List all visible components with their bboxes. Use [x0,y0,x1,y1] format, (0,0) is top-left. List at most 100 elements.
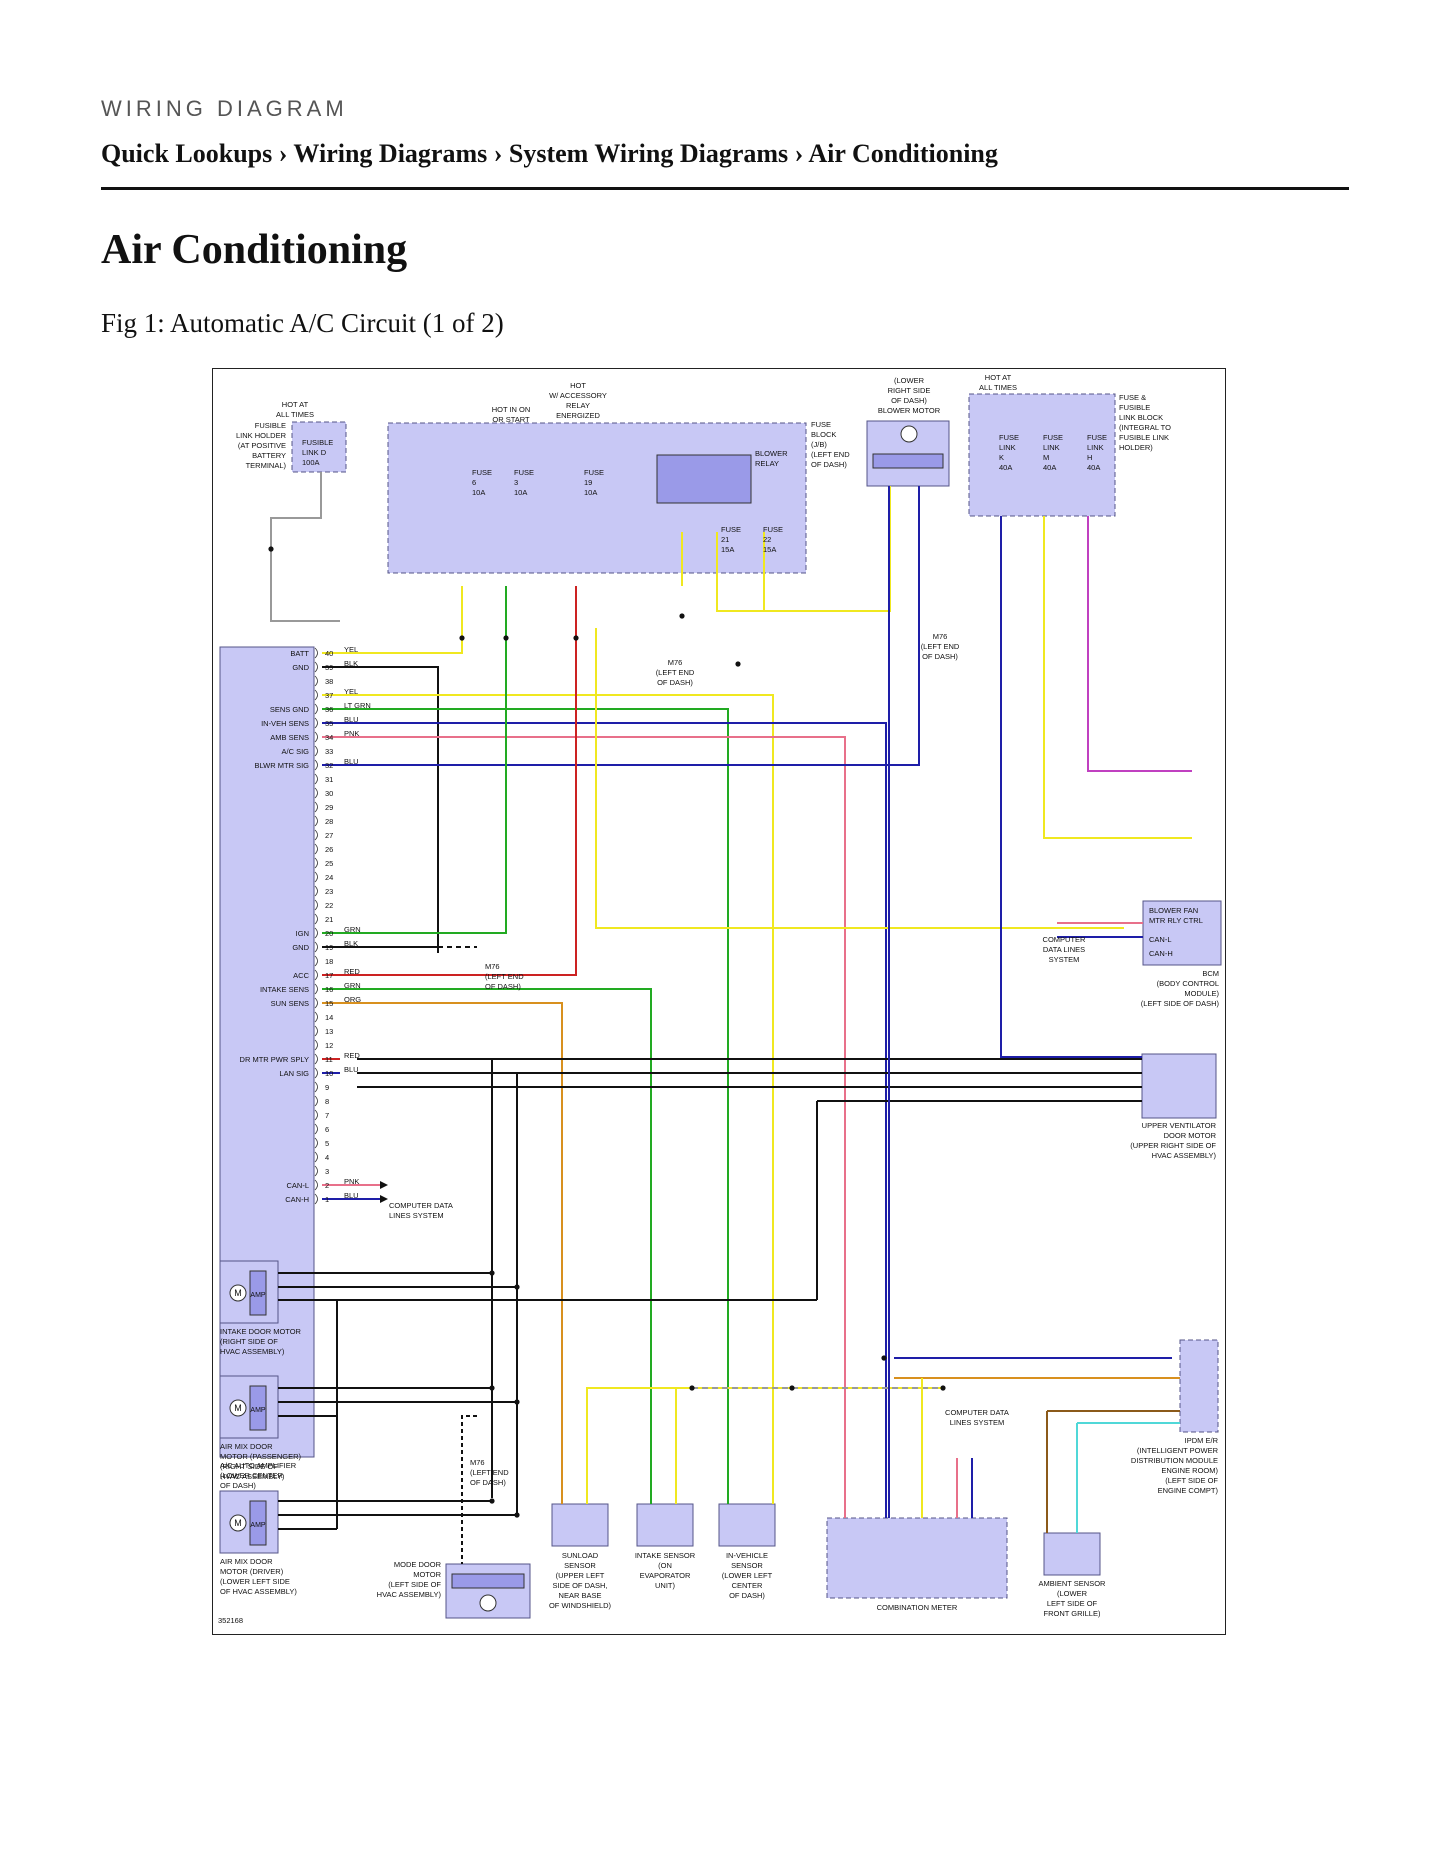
pin-connector [314,1123,318,1135]
amp-pin-number: 16 [325,985,333,994]
amp-pin-number: 17 [325,971,333,980]
diagram-label: OF HVAC ASSEMBLY) [220,1587,297,1596]
diagram-label: (J/B) [811,440,827,449]
diagram-label: 10A [472,488,485,497]
diagram-label: (LEFT SIDE OF [388,1580,441,1589]
breadcrumb[interactable]: Quick Lookups › Wiring Diagrams › System… [101,139,998,168]
splice-dot [503,635,509,641]
amp-pin-number: 25 [325,859,333,868]
wire-color-label: PNK [344,729,359,738]
amp-signal-label: BATT [290,649,309,658]
diagram-label: OR START [492,415,530,424]
diagram-label: FUSE [763,525,783,534]
pin-connector [314,1179,318,1191]
pin-connector [314,1039,318,1051]
diagram-label: COMBINATION METER [877,1603,958,1612]
amp-pin-number: 31 [325,775,333,784]
combination-meter [826,1517,1008,1599]
amp-signal-label: BLWR MTR SIG [255,761,310,770]
diagram-label: SUNLOAD [562,1551,599,1560]
amp-pin-number: 32 [325,761,333,770]
wire [1000,516,1142,1058]
mode-door-motor-icon [479,1594,497,1612]
mode-door-amp [451,1573,525,1589]
pin-connector [314,647,318,659]
diagram-label: (UPPER LEFT [556,1571,605,1580]
diagram-label: M76 [470,1458,485,1467]
amp-pin-number: 6 [325,1125,329,1134]
pin-connector [314,661,318,673]
diagram-label: A/C AUTO AMPLIFIER [220,1461,297,1470]
pin-connector [314,1067,318,1079]
splice-dot [789,1385,795,1391]
diagram-label: 3 [514,478,518,487]
diagram-label: FUSE [584,468,604,477]
amp-label: AMP [250,1292,266,1299]
amp-signal-label: CAN-H [285,1195,309,1204]
motor-label: M [234,1518,242,1528]
pin-connector [314,927,318,939]
fuse-fusible-link-block [968,393,1116,517]
amp-pin-number: 14 [325,1013,333,1022]
amp-signal-label: SENS GND [270,705,310,714]
diagram-label: (LOWER LEFT [722,1571,773,1580]
diagram-label: SYSTEM [1049,955,1080,964]
amp-pin-number: 7 [325,1111,329,1120]
diagram-label: OF DASH) [470,1478,506,1487]
diagram-label: FUSIBLE [1119,403,1150,412]
sunload-sensor [551,1503,609,1547]
splice-dot [689,1385,695,1391]
amp-pin-number: 26 [325,845,333,854]
pin-connector [314,1165,318,1177]
wire [322,486,920,766]
splice-dot [489,1498,495,1504]
amp-pin-number: 37 [325,691,333,700]
diagram-label: BLOWER [755,449,788,458]
diagram-label: RELAY [755,459,779,468]
pin-connector [314,675,318,687]
pin-connector [314,731,318,743]
diagram-label: (LEFT SIDE OF [1165,1476,1218,1485]
amp-pin-number: 27 [325,831,333,840]
diagram-label: NEAR BASE [559,1591,602,1600]
pin-connector [314,703,318,715]
diagram-label: 22 [763,535,771,544]
diagram-label: BLOWER FAN [1149,906,1198,915]
amp-pin-number: 38 [325,677,333,686]
diagram-label: BLOCK [811,430,836,439]
wire [322,586,507,934]
diagram-label: (AT POSITIVE [238,441,286,450]
diagram-label: 40A [1043,463,1056,472]
diagram-code: 352168 [218,1616,243,1625]
pin-connector [314,1109,318,1121]
air-mix-door-motor-passenger [219,1375,279,1439]
figure-caption: Fig 1: Automatic A/C Circuit (1 of 2) [101,308,504,338]
motor-icon [229,1514,247,1532]
pin-connector [314,1053,318,1065]
diagram-label: K [999,453,1004,462]
wire-color-label: BLU [344,715,359,724]
diagram-label: AMBIENT SENSOR [1039,1579,1107,1588]
amp-signal-label: GND [292,943,309,952]
diagram-label: MOTOR (DRIVER) [220,1567,284,1576]
splice-dot [514,1399,520,1405]
diagram-label: ENGINE ROOM) [1161,1466,1218,1475]
diagram-label: OF DASH) [220,1481,256,1490]
in-vehicle-sensor [718,1503,776,1547]
amp-signal-label: IN-VEH SENS [261,719,309,728]
diagram-label: (RIGHT SIDE OF [220,1462,278,1471]
diagram-label: (LOWER CENTER [220,1471,284,1480]
diagram-label: FUSE & [1119,393,1146,402]
diagram-label: DOOR MOTOR [1164,1131,1217,1140]
diagram-label: COMPUTER DATA [945,1408,1009,1417]
pin-connector [314,1095,318,1107]
diagram-label: DISTRIBUTION MODULE [1131,1456,1218,1465]
diagram-label: HVAC ASSEMBLY) [220,1347,285,1356]
diagram-label: 40A [1087,463,1100,472]
amp-pin-number: 30 [325,789,333,798]
pin-connector [314,1137,318,1149]
amp-signal-label: IGN [296,929,309,938]
diagram-label: FUSE [514,468,534,477]
diagram-label: (UPPER RIGHT SIDE OF [1130,1141,1216,1150]
diagram-label: M76 [933,632,948,641]
